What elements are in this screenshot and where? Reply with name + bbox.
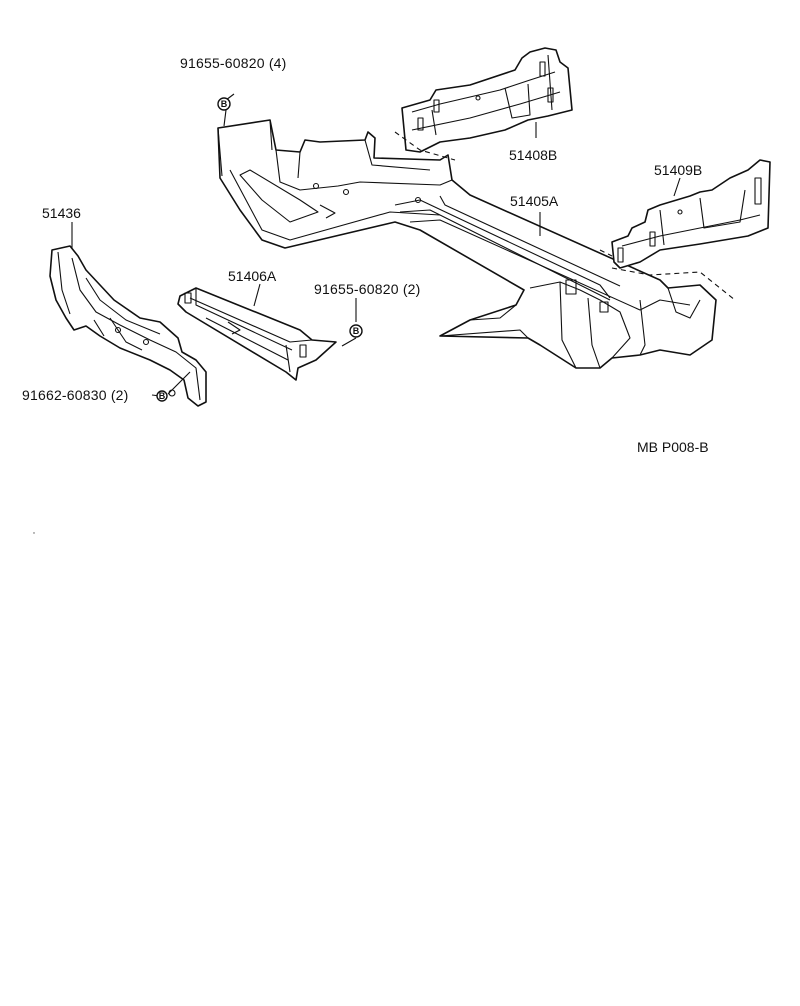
part-label-51408b: 51408B — [509, 147, 557, 163]
bolt-marker-mid: B — [349, 324, 363, 338]
svg-text:B: B — [159, 391, 166, 401]
bolt-label-top: 91655-60820 (4) — [180, 55, 287, 71]
side-shield-part — [49, 245, 207, 407]
cover-fit-line-rh — [394, 131, 456, 161]
bolt-label-left: 91662-60830 (2) — [22, 387, 129, 403]
bolt-marker-top: B — [217, 97, 231, 111]
cover-fit-line-lh — [611, 267, 736, 301]
cover-fit-line-lh-2 — [599, 249, 613, 257]
part-label-51409b: 51409B — [654, 162, 702, 178]
part-label-51436: 51436 — [42, 205, 81, 221]
bolt-label-mid: 91655-60820 (2) — [314, 281, 421, 297]
front-under-cover-rh-part — [401, 47, 573, 153]
drawing-code: MB P008-B — [637, 439, 709, 455]
front-under-cover-lh-part — [611, 159, 771, 269]
svg-text:B: B — [221, 99, 228, 109]
scan-speck — [33, 532, 35, 534]
main-crossmember-part — [217, 119, 717, 369]
bolt-marker-left: B — [156, 389, 176, 402]
cross-brace-part — [177, 287, 337, 381]
svg-text:B: B — [353, 326, 360, 336]
part-label-51406a: 51406A — [228, 268, 277, 284]
part-label-51405a: 51405A — [510, 193, 559, 209]
